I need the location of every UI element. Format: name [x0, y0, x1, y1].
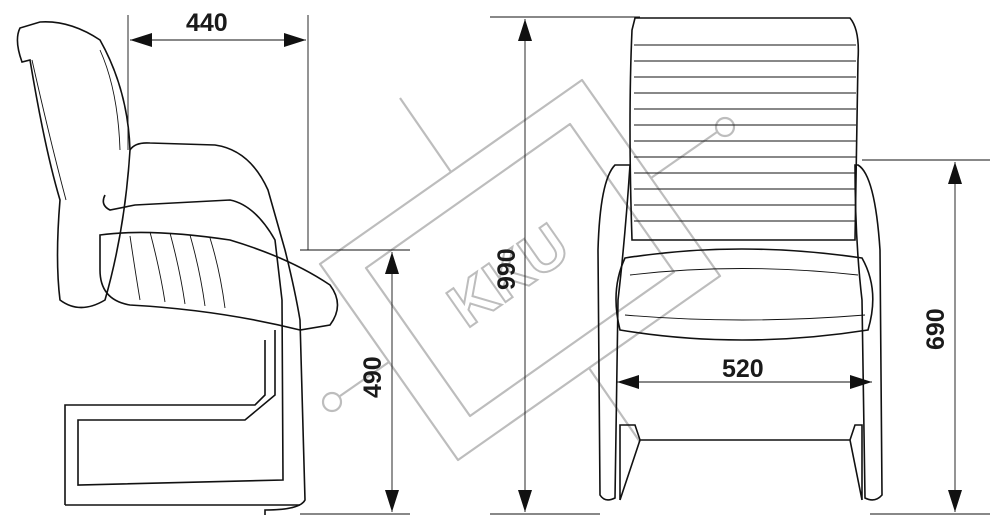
dimension-seat-height-label: 490	[359, 356, 387, 398]
dimension-total-height-label: 990	[493, 248, 521, 290]
front-view-chair	[597, 17, 883, 501]
side-view-chair	[16, 21, 339, 515]
dimension-depth-label: 440	[186, 9, 228, 37]
dimension-width-label: 520	[722, 355, 764, 383]
dimension-lines	[127, 15, 990, 515]
watermark: KKU	[318, 78, 736, 462]
dimension-armrest-height-label: 690	[922, 308, 950, 350]
